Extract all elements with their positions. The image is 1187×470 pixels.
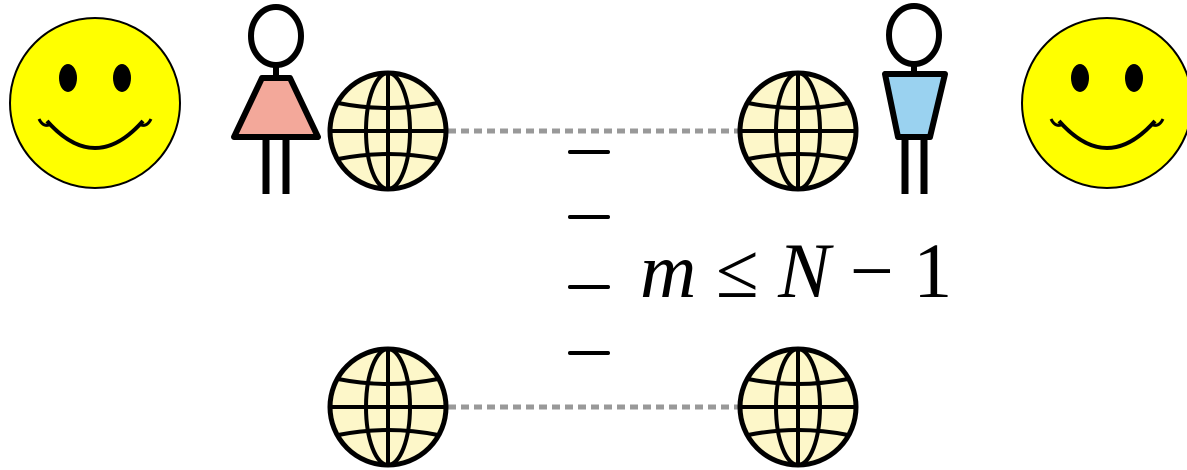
dash-mark: [568, 351, 610, 355]
equation-label: m ≤ N − 1: [640, 232, 952, 310]
dash-mark: [568, 285, 610, 289]
dash-mark: [568, 150, 610, 154]
vertical-dash-stack: [568, 150, 610, 355]
man-icon: [882, 3, 948, 194]
right-smiley-icon: [1021, 17, 1187, 189]
dash-mark: [568, 215, 610, 219]
equation-var-n: N: [778, 227, 831, 314]
equation-leq: ≤: [715, 227, 759, 314]
equation-var-m: m: [640, 227, 697, 314]
globe-icon-bottom-right: [740, 349, 856, 465]
globe-icon-bottom-left: [330, 349, 446, 465]
globe-icon-top-right: [740, 73, 856, 189]
left-smiley-icon: [9, 17, 181, 189]
woman-icon: [231, 4, 321, 194]
equation-one: 1: [913, 227, 953, 314]
globe-icon-top-left: [330, 73, 446, 189]
equation-minus: −: [849, 227, 894, 314]
